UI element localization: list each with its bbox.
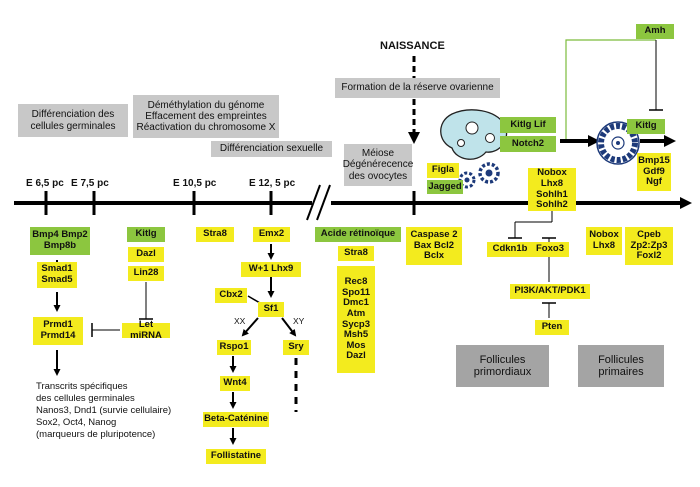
pten-box: Pten bbox=[535, 320, 569, 335]
kitlg-late-box: Kitlg bbox=[627, 119, 665, 134]
timepoint-e105: E 10,5 pc bbox=[173, 178, 217, 189]
foxo3-box: Foxo3 bbox=[531, 242, 569, 257]
cbx2-box: Cbx2 bbox=[215, 288, 247, 303]
small-follicle-icon bbox=[458, 162, 500, 189]
sexual-differentiation-box: Différenciation sexuelle bbox=[211, 141, 332, 157]
bmp15-gdf9-ngf-box: Bmp15 Gdf9 Ngf bbox=[637, 153, 671, 191]
jagged-box: Jagged bbox=[427, 180, 463, 194]
cpeb-zp-foxl2-box: Cpeb Zp2:Zp3 Foxl2 bbox=[625, 227, 673, 265]
sry-box: Sry bbox=[283, 340, 309, 355]
birth-label: NAISSANCE bbox=[380, 40, 445, 52]
timeline-break bbox=[306, 184, 321, 221]
germ-cell-transcripts-text: Transcrits spécifiques des cellules germ… bbox=[36, 381, 172, 440]
differentiation-germ-cells-box: Différenciation des cellules germinales bbox=[18, 104, 128, 137]
emx2-box: Emx2 bbox=[253, 227, 290, 242]
stra8-late-box: Stra8 bbox=[338, 246, 374, 261]
let-mirna-box: Let miRNA bbox=[122, 319, 170, 340]
lin28-box: Lin28 bbox=[128, 266, 164, 281]
ovarian-reserve-box: Formation de la réserve ovarienne bbox=[335, 78, 500, 98]
beta-catenin-box: Beta-Caténine bbox=[203, 412, 269, 427]
bmp-box: Bmp4 Bmp2 Bmp8b bbox=[30, 227, 90, 255]
stra8-early-box: Stra8 bbox=[196, 227, 234, 242]
notch2-box: Notch2 bbox=[500, 136, 556, 152]
caspase-box: Caspase 2 Bax Bcl2 Bclx bbox=[406, 227, 462, 265]
smad-box: Smad1 Smad5 bbox=[37, 262, 77, 288]
prmd-box: Prmd1 Prmd14 bbox=[33, 317, 83, 345]
rspo1-box: Rspo1 bbox=[217, 340, 251, 355]
figla-box: Figla bbox=[427, 163, 459, 178]
xy-label: XY bbox=[293, 316, 305, 326]
w1-lhx9-box: W+1 Lhx9 bbox=[241, 262, 301, 277]
dazl-box: Dazl bbox=[128, 247, 164, 262]
primary-follicles-box: Follicules primaires bbox=[578, 345, 664, 387]
timepoint-e125: E 12, 5 pc bbox=[249, 178, 296, 189]
sf1-box: Sf1 bbox=[258, 302, 284, 317]
timepoint-e75: E 7,5 pc bbox=[71, 178, 109, 189]
nobox-lhx8-sohlh-box: Nobox Lhx8 Sohlh1 Sohlh2 bbox=[528, 167, 576, 211]
pi3k-akt-pdk1-box: PI3K/AKT/PDK1 bbox=[510, 284, 590, 299]
wnt4-box: Wnt4 bbox=[220, 376, 250, 391]
kitlg-early-box: Kitlg bbox=[127, 227, 165, 242]
demethylation-box: Déméthylation du génome Effacement des e… bbox=[133, 95, 279, 138]
primordial-follicle-icon bbox=[440, 109, 508, 160]
meiosis-box: Méiose Dégénérecence des ovocytes bbox=[343, 144, 413, 186]
xx-label: XX bbox=[234, 316, 246, 326]
nobox-lhx8-box: Nobox Lhx8 bbox=[586, 227, 622, 255]
cdkn1b-box: Cdkn1b bbox=[487, 242, 533, 257]
timepoint-e65: E 6,5 pc bbox=[26, 178, 64, 189]
primordial-follicles-box: Follicules primordiaux bbox=[456, 345, 549, 387]
meiosis-genes-box: Rec8 Spo11 Dmc1 Atm Sycp3 Msh5 Mos Dazl bbox=[337, 266, 375, 373]
amh-box: Amh bbox=[636, 24, 674, 39]
follistatin-box: Follistatine bbox=[206, 449, 266, 464]
kitlg-lif-box: Kitlg Lif bbox=[500, 117, 556, 133]
timeline bbox=[14, 184, 692, 221]
retinoic-acid-box: Acide rétinoïque bbox=[315, 227, 401, 242]
